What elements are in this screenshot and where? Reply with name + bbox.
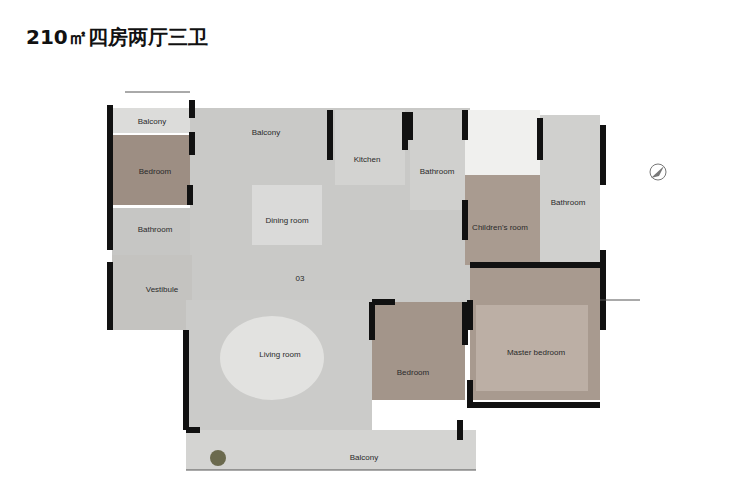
room-name: Bathroom xyxy=(420,168,455,176)
bathroom-floor xyxy=(112,208,190,255)
wall xyxy=(540,118,603,330)
plant xyxy=(210,450,226,466)
wall xyxy=(186,330,460,440)
callout-number: 03 xyxy=(296,275,305,283)
balcony-floor xyxy=(186,430,476,470)
wood-floor xyxy=(372,302,465,400)
living-floor xyxy=(186,300,372,432)
dining-table xyxy=(252,185,322,245)
bed-rug xyxy=(476,305,588,391)
wood-floor xyxy=(465,175,540,265)
wood-floor xyxy=(470,265,600,400)
room-name: Kitchen xyxy=(354,156,381,164)
wall xyxy=(330,110,410,160)
wall xyxy=(470,265,600,405)
room-name: Balcony xyxy=(252,129,280,137)
room-name: Bathroom xyxy=(138,226,173,234)
room-name: Bedroom xyxy=(139,168,171,176)
wood-floor xyxy=(112,135,190,205)
plan-title: 210㎡四房两厅三卫 xyxy=(26,24,208,51)
wall xyxy=(372,302,465,345)
compass xyxy=(650,164,666,180)
wall xyxy=(190,100,192,205)
room-name: Living room xyxy=(259,351,300,359)
compass-arrow xyxy=(651,166,664,178)
room-name: Vestibule xyxy=(146,286,178,294)
sofa-shape xyxy=(220,316,324,400)
room-name: Bedroom xyxy=(397,369,429,377)
outline-line xyxy=(125,92,640,470)
outline xyxy=(125,92,640,470)
kitchen-floor xyxy=(335,110,405,185)
bathroom-floor xyxy=(540,115,600,265)
room-name: Balcony xyxy=(350,454,378,462)
walls xyxy=(110,100,603,440)
marble-floor xyxy=(190,108,470,303)
balcony-floor xyxy=(112,108,190,133)
vestibule-floor xyxy=(112,255,192,330)
room-name: Balcony xyxy=(138,118,166,126)
bathroom-floor xyxy=(410,110,465,210)
room-name: Children's room xyxy=(472,224,528,232)
wall xyxy=(462,110,468,240)
room-name: Master bedroom xyxy=(507,349,565,357)
room-name: Dining room xyxy=(265,217,308,225)
room-name: Bathroom xyxy=(551,199,586,207)
wall xyxy=(107,105,113,330)
wardrobe-floor xyxy=(465,110,540,175)
